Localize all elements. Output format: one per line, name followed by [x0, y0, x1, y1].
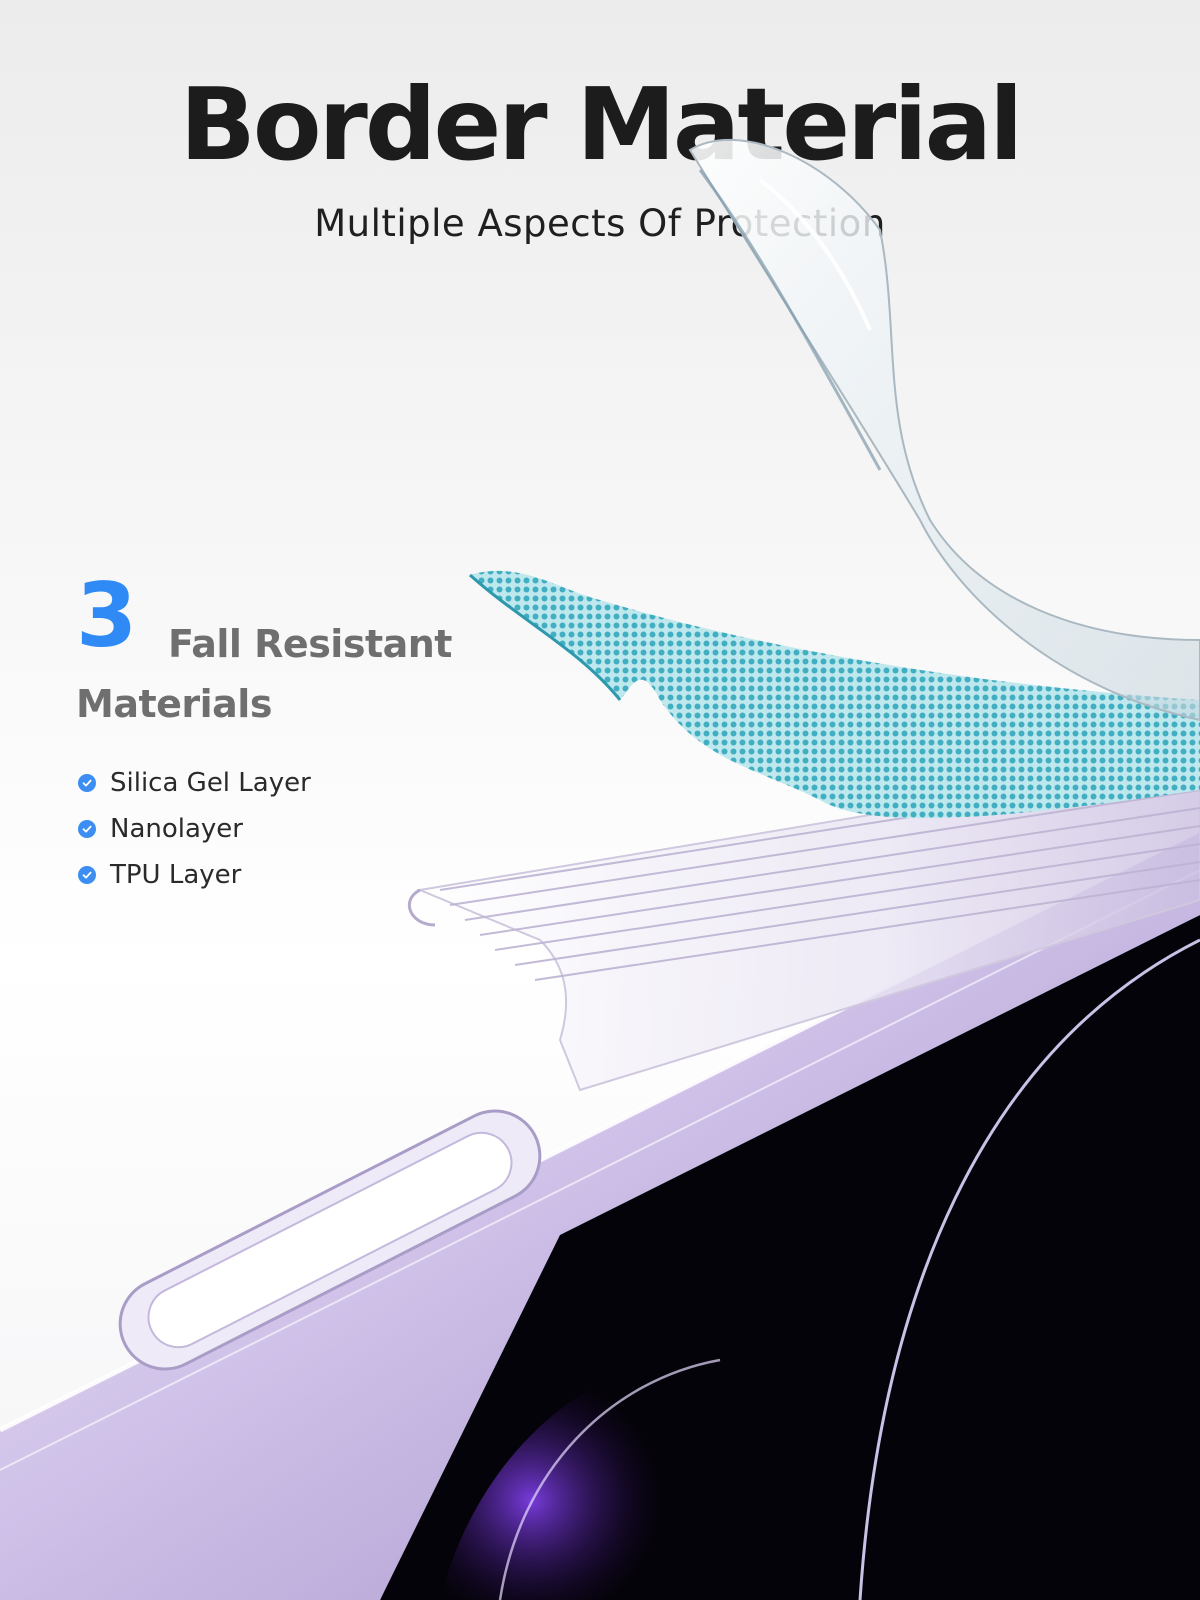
materials-label-line2: Materials [76, 682, 272, 726]
silica-gel-layer [688, 139, 1200, 722]
feature-label: TPU Layer [110, 860, 242, 890]
list-item: TPU Layer [78, 852, 311, 898]
check-circle-icon [78, 774, 96, 792]
side-button [118, 1109, 542, 1371]
screen-arc [858, 938, 1200, 1600]
materials-label-line1: Fall Resistant [168, 622, 452, 666]
feature-list: Silica Gel Layer Nanolayer TPU Layer [78, 760, 311, 898]
tpu-layer [416, 758, 1200, 1092]
list-item: Nanolayer [78, 806, 311, 852]
phone-frame [0, 830, 1200, 1600]
page-title: Border Material [179, 66, 1024, 183]
feature-label: Nanolayer [110, 814, 243, 844]
materials-count: 3 [76, 564, 138, 667]
feature-label: Silica Gel Layer [110, 768, 311, 798]
screen-glow [440, 1350, 700, 1600]
check-circle-icon [78, 820, 96, 838]
list-item: Silica Gel Layer [78, 760, 311, 806]
nanolayer-mesh [470, 570, 1200, 819]
check-circle-icon [78, 866, 96, 884]
